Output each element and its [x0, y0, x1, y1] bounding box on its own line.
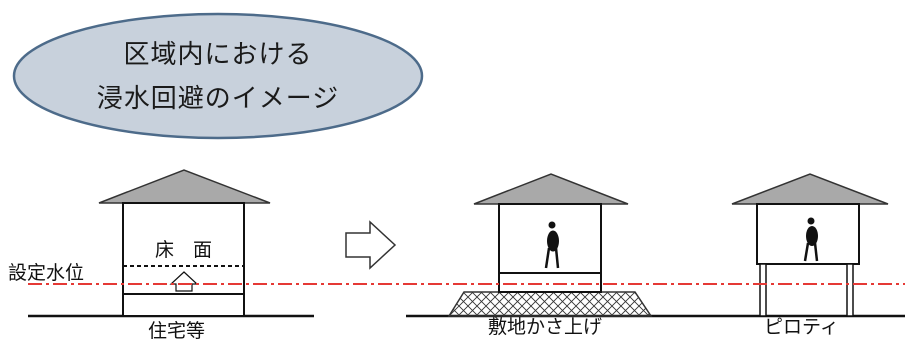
- title-block: 区域内における 浸水回避のイメージ: [14, 28, 422, 128]
- caption-piloti: ピロティ: [764, 316, 839, 338]
- right-arrow-icon: [345, 220, 397, 270]
- title-line-1: 区域内における: [123, 40, 313, 70]
- house-piloti: [731, 173, 889, 317]
- title-line-2: 浸水回避のイメージ: [96, 84, 340, 114]
- title-bubble: [12, 12, 424, 140]
- house-standard: [98, 169, 271, 317]
- house-raised-site: [447, 173, 653, 317]
- up-arrow-icon: [169, 271, 199, 292]
- house-wall: [122, 202, 245, 317]
- piloti-column: [759, 263, 767, 317]
- caption-raised-site: 敷地かさ上げ: [488, 316, 603, 338]
- piloti-column: [846, 263, 854, 317]
- roof: [98, 169, 271, 204]
- water-level-label: 設定水位: [8, 262, 85, 284]
- person-icon: [544, 221, 560, 269]
- roof: [473, 173, 629, 205]
- flood-avoidance-diagram: [12, 12, 905, 318]
- roof: [731, 173, 889, 205]
- diagram-canvas: 区域内における 浸水回避のイメージ 設定水位 床 面 住宅等 敷地かさ上げ ピロ…: [8, 12, 905, 342]
- raised-mound: [447, 291, 653, 317]
- person-icon: [803, 217, 819, 262]
- floor-label: 床 面: [155, 239, 213, 261]
- caption-standard-house: 住宅等: [148, 320, 206, 342]
